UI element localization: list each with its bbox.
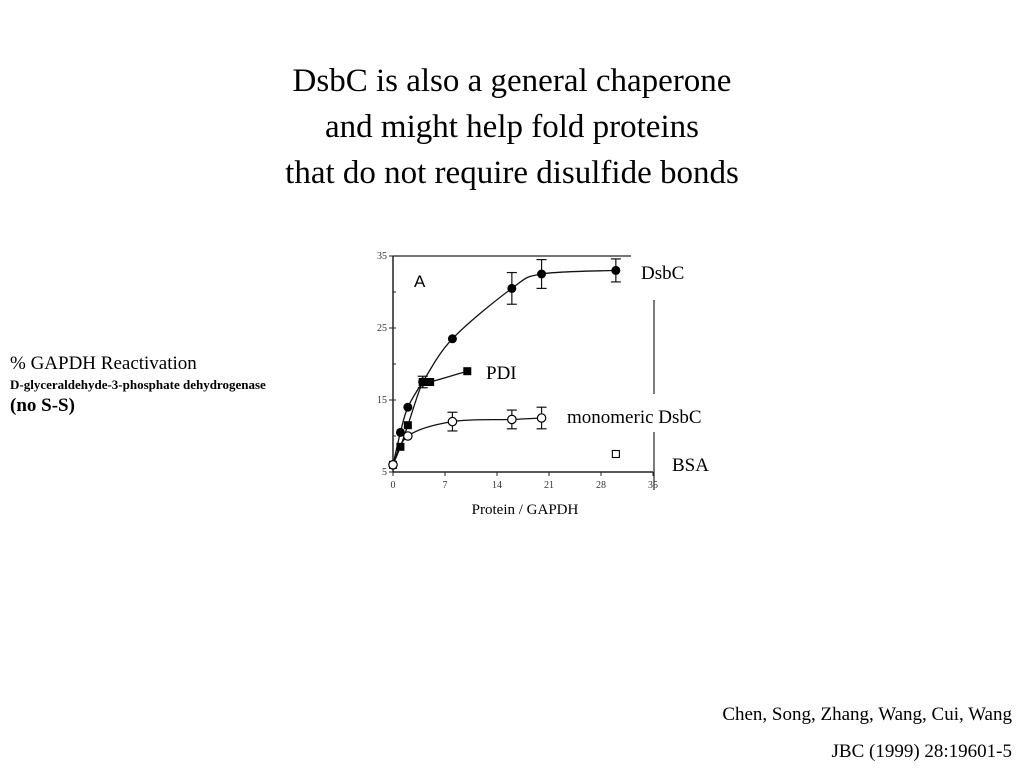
point-dsbc <box>403 402 413 412</box>
curve-monomeric-dsbc <box>392 417 542 466</box>
y-axis-label: % GAPDH Reactivation <box>10 353 197 374</box>
x-tick-label: 14 <box>492 480 502 491</box>
point-dsbc <box>611 265 621 275</box>
point-dsbc <box>395 427 405 437</box>
x-tick-label: 35 <box>648 480 658 491</box>
citation-authors: Chen, Song, Zhang, Wang, Cui, Wang <box>722 704 1012 725</box>
y-tick-label: 25 <box>377 323 387 334</box>
point-pdi <box>418 378 427 386</box>
point-dsbc <box>447 334 457 344</box>
y-axis-note: (no S-S) <box>10 395 75 416</box>
x-tick-label: 7 <box>443 480 448 491</box>
x-tick-label: 28 <box>596 480 606 491</box>
chart-axes: 5 15 25 35 0 7 14 21 28 35 <box>377 251 658 491</box>
y-tick-label: 35 <box>377 251 387 262</box>
point-pdi <box>396 442 405 451</box>
x-tick-label: 0 <box>391 480 396 491</box>
point-monomeric-dsbc <box>447 416 458 427</box>
y-tick-label: 15 <box>377 395 387 406</box>
citation-journal: JBC (1999) 28:19601-5 <box>831 741 1013 762</box>
series-label-monomeric-dsbc: monomeric DsbC <box>567 407 702 428</box>
point-dsbc <box>537 269 547 279</box>
x-axis-label: Protein / GAPDH <box>471 502 579 518</box>
y-axis-description: % GAPDH Reactivation D-glyceraldehyde-3-… <box>10 352 360 418</box>
y-axis-sublabel: D-glyceraldehyde-3-phosphate dehydrogena… <box>10 377 266 392</box>
y-tick-label: 5 <box>382 467 387 478</box>
series-label-pdi: PDI <box>486 363 517 384</box>
point-dsbc <box>507 283 517 293</box>
title-line-3: that do not require disulfide bonds <box>285 155 739 191</box>
x-tick-label: 21 <box>544 480 554 491</box>
title-line-1: DsbC is also a general chaperone <box>292 63 732 99</box>
chart-marks <box>388 258 621 470</box>
series-label-bsa: BSA <box>672 455 709 476</box>
point-pdi <box>463 367 472 376</box>
point-monomeric-dsbc <box>388 459 398 470</box>
point-pdi <box>403 421 412 430</box>
point-monomeric-dsbc <box>403 431 413 441</box>
point-monomeric-dsbc <box>536 413 547 423</box>
point-monomeric-dsbc <box>507 414 517 425</box>
series-label-dsbc: DsbC <box>641 263 685 284</box>
panel-label: A <box>414 272 426 291</box>
title-line-2: and might help fold proteins <box>325 109 699 145</box>
slide-title: DsbC is also a general chaperone and mig… <box>112 58 912 196</box>
point-bsa <box>611 449 620 459</box>
point-pdi <box>426 378 435 386</box>
